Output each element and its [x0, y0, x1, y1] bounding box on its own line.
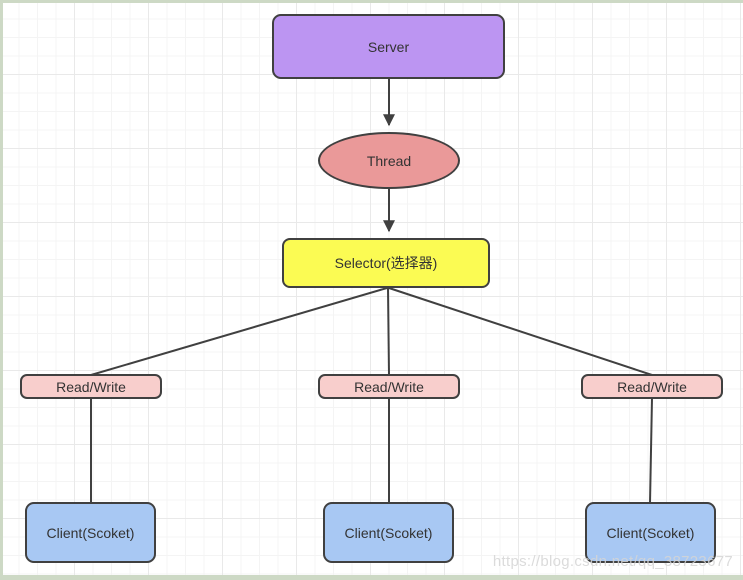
- node-selector-label: Selector(选择器): [334, 255, 438, 271]
- node-client-3: Client(Scoket): [585, 502, 716, 563]
- node-read-write-2-label: Read/Write: [354, 378, 424, 395]
- node-selector: Selector(选择器): [282, 238, 490, 288]
- node-client-2: Client(Scoket): [323, 502, 454, 563]
- node-client-1: Client(Scoket): [25, 502, 156, 563]
- node-client-2-label: Client(Scoket): [344, 524, 433, 541]
- node-read-write-3-label: Read/Write: [617, 378, 687, 395]
- node-server: Server: [272, 14, 505, 79]
- canvas-edge-left: [0, 0, 3, 580]
- node-client-1-label: Client(Scoket): [46, 524, 135, 541]
- node-read-write-3: Read/Write: [581, 374, 723, 399]
- node-thread-label: Thread: [366, 152, 412, 169]
- edge-readwrite3-client3: [649, 397, 653, 504]
- node-thread: Thread: [318, 132, 460, 189]
- node-read-write-1: Read/Write: [20, 374, 162, 399]
- canvas-edge-bottom: [0, 575, 743, 580]
- node-read-write-2: Read/Write: [318, 374, 460, 399]
- node-read-write-1-label: Read/Write: [56, 378, 126, 395]
- node-client-3-label: Client(Scoket): [606, 524, 695, 541]
- edge-selector-readwrite-3: [388, 287, 653, 376]
- canvas-edge-top: [0, 0, 743, 3]
- node-server-label: Server: [367, 38, 410, 55]
- edge-selector-readwrite-2: [387, 287, 390, 376]
- edge-selector-readwrite-1: [90, 287, 388, 376]
